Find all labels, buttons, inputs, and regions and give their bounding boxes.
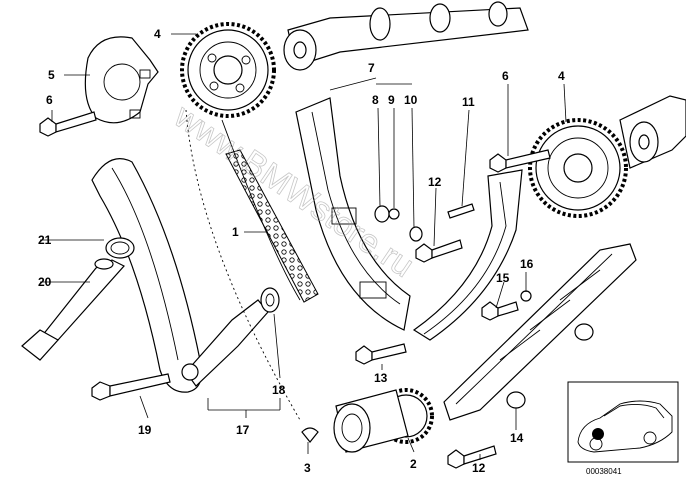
callout-20: 20 [38,275,52,289]
intake-camshaft [283,1,529,71]
callout-4-right: 4 [558,69,565,83]
callout-13: 13 [374,371,388,385]
guide-rail-right [412,169,523,341]
callout-6-left: 6 [46,93,53,107]
washer-9 [388,208,400,220]
callout-10: 10 [404,93,418,107]
callout-12-upper: 12 [428,175,442,189]
callout-6-right: 6 [502,69,509,83]
hex-bolt-left [39,111,97,137]
camshaft-sprocket-right [528,118,628,218]
sleeve [260,287,280,313]
callout-14: 14 [510,431,524,445]
callout-17: 17 [236,423,250,437]
callout-3: 3 [304,461,311,475]
callout-9: 9 [388,93,395,107]
callout-19: 19 [138,423,152,437]
callout-11: 11 [462,95,475,109]
hex-bolt-right [489,149,551,173]
hex-bolt-12-upper [415,239,463,263]
chain-tensioner-piston [21,258,125,361]
timing-chain [185,109,319,421]
callout-2: 2 [410,457,417,471]
callout-5: 5 [48,68,55,82]
leader-lines [40,33,567,460]
chain-guide-rail [295,97,411,331]
crankshaft-sprocket [333,388,434,453]
callout-1: 1 [232,225,239,239]
callout-18: 18 [272,383,286,397]
washer-16 [520,290,532,302]
washer-10 [409,226,423,242]
callout-labels: 4 5 6 7 8 9 10 11 6 4 12 1 21 20 15 16 1… [38,27,565,475]
document-number: 00038041 [586,467,622,476]
tensioner-rail [91,158,269,393]
callout-4-left: 4 [154,27,161,41]
callout-8: 8 [372,93,379,107]
woodruff-key [301,427,319,443]
exhaust-camshaft [619,95,686,169]
callout-16: 16 [520,257,534,271]
hex-bolt-13 [355,343,407,365]
lower-guide-rail [443,243,637,421]
callout-21: 21 [38,233,52,247]
callout-15: 15 [496,271,510,285]
o-ring [105,237,135,259]
callout-7: 7 [368,61,375,75]
long-bolt [91,373,171,401]
location-marker-icon [592,428,604,440]
impulse-wheel-plate [84,36,159,124]
camshaft-sprocket-left [180,22,276,118]
hex-bolt-15 [481,301,519,321]
stud [447,203,475,219]
vehicle-locator-thumbnail: 00038041 [567,381,679,476]
callout-12-lower: 12 [472,461,486,475]
guide-bushing [374,205,390,223]
